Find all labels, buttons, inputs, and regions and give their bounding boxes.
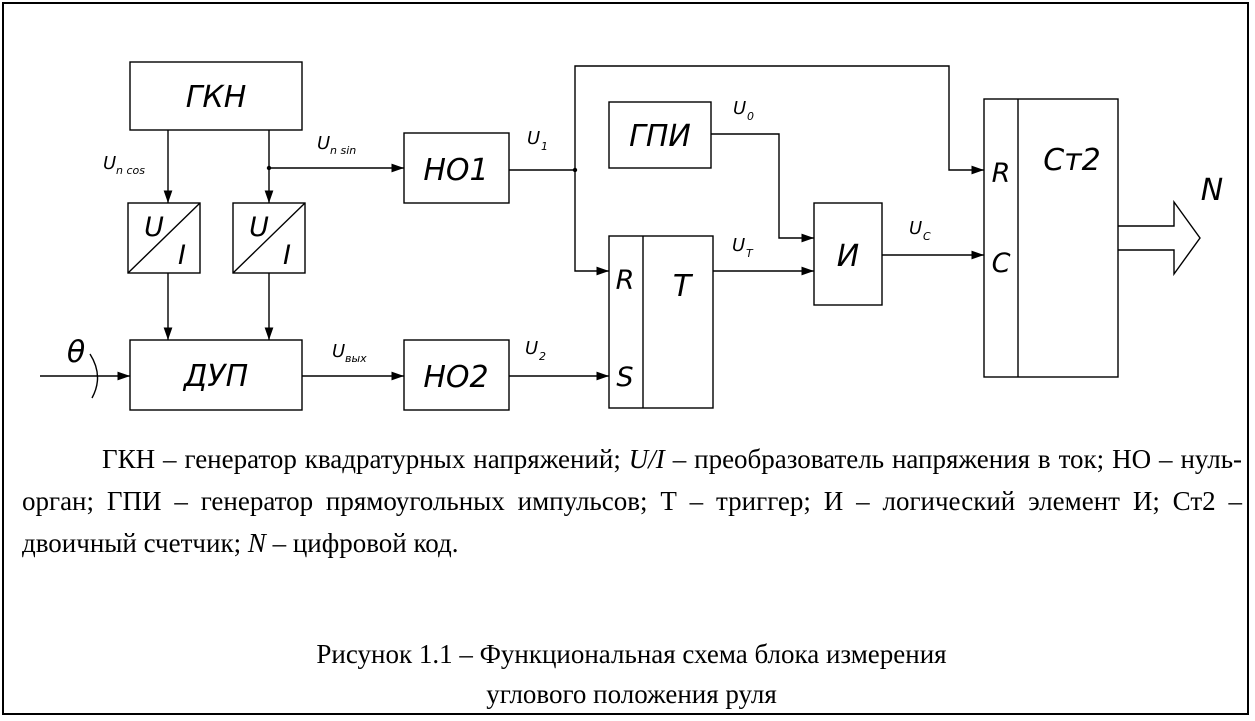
counter-label: Ст2 — [1043, 143, 1101, 178]
gpi-block — [608, 101, 712, 169]
gkn-block — [129, 61, 303, 131]
trigger-r-label: R — [616, 265, 635, 296]
trigger-s-label: S — [616, 362, 633, 393]
svg-text:U: U — [525, 338, 538, 359]
no1-block — [403, 132, 510, 204]
svg-text:U: U — [732, 235, 745, 256]
svg-text:U: U — [144, 212, 164, 243]
and-label: И — [837, 239, 859, 274]
ui-converter-left: U I — [127, 202, 201, 274]
uc-label: U C — [909, 218, 931, 243]
gpi-label: ГПИ — [629, 119, 691, 154]
u-vyx-label: U вых — [332, 341, 367, 365]
svg-text:U: U — [527, 128, 540, 149]
no2-block — [403, 339, 510, 411]
counter-r-label: R — [992, 158, 1011, 189]
svg-text:n cos: n cos — [116, 164, 145, 177]
ui-converter-right: U I — [232, 202, 306, 274]
n-output-label: N — [1201, 173, 1223, 208]
svg-text:2: 2 — [539, 350, 546, 363]
ut-label: U T — [732, 235, 754, 260]
u-nsin-label: U n sin — [317, 133, 356, 157]
u0-label: U 0 — [733, 98, 754, 123]
output-bus-arrow — [1118, 199, 1201, 277]
svg-text:U: U — [103, 153, 116, 174]
dup-label: ДУП — [182, 359, 248, 394]
legend-caption: ГКН – генератор квадратурных напряжений;… — [22, 444, 1243, 558]
svg-text:n sin: n sin — [330, 144, 356, 157]
gkn-label: ГКН — [186, 80, 247, 115]
trigger-label: T — [673, 269, 694, 304]
no1-label: НО1 — [423, 153, 488, 188]
svg-text:I: I — [178, 240, 186, 271]
svg-text:U: U — [332, 341, 345, 362]
counter-block — [983, 98, 1119, 378]
svg-text:T: T — [746, 247, 754, 260]
svg-text:U: U — [249, 212, 269, 243]
functional-diagram: ГКН U I U I ДУП НО1 НО2 ГПИ R S T — [40, 61, 1223, 411]
no2-label: НО2 — [423, 360, 488, 395]
svg-text:1: 1 — [541, 140, 548, 153]
svg-text:U: U — [909, 218, 922, 239]
theta-rotation-arc — [89, 353, 99, 399]
theta-label: θ — [67, 335, 85, 370]
svg-text:C: C — [923, 230, 931, 243]
and-block — [813, 202, 883, 306]
figure-title: Рисунок 1.1 – Функциональная схема блока… — [4, 634, 1255, 714]
u2-label: U 2 — [525, 338, 546, 363]
svg-text:0: 0 — [747, 110, 754, 123]
svg-text:U: U — [317, 133, 330, 154]
dup-block — [129, 339, 303, 411]
u1-label: U 1 — [527, 128, 548, 153]
svg-text:вых: вых — [345, 352, 367, 365]
trigger-block — [608, 235, 714, 409]
figure-title-line-2: углового положения руля — [486, 679, 777, 709]
svg-text:I: I — [283, 240, 291, 271]
u-ncos-label: U n cos — [103, 153, 145, 177]
svg-text:U: U — [733, 98, 746, 119]
figure-title-line-1: Рисунок 1.1 – Функциональная схема блока… — [316, 639, 947, 669]
counter-c-label: C — [992, 248, 1011, 279]
